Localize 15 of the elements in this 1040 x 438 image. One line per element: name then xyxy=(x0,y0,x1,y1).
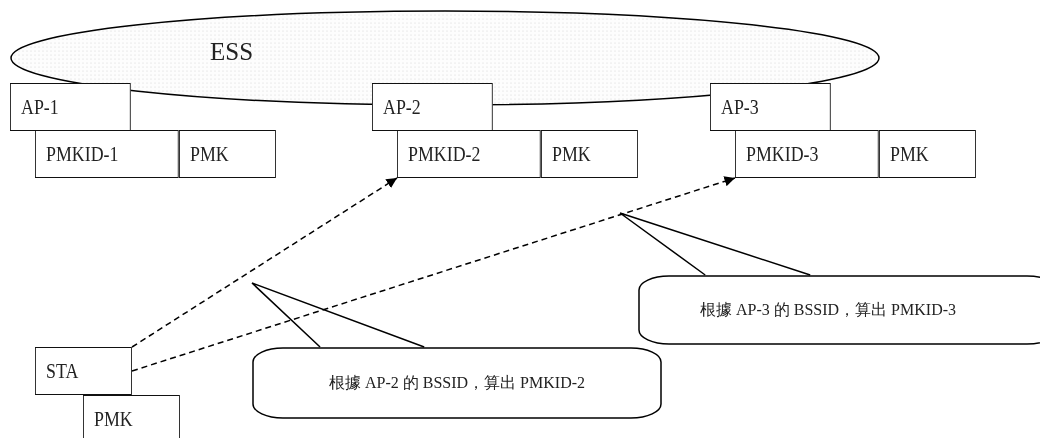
key-cell: PMK xyxy=(179,130,276,178)
key-cell: PMKID-2 xyxy=(397,130,541,178)
arrow xyxy=(131,176,736,372)
speech-bubble: 根據 AP-3 的 BSSID，算出 PMKID-3 xyxy=(638,275,1040,345)
speech-bubble: 根據 AP-2 的 BSSID，算出 PMKID-2 xyxy=(252,347,662,419)
ap-box: AP-3 xyxy=(710,83,831,131)
station-box: STA xyxy=(35,347,132,395)
key-cell: PMKID-1 xyxy=(35,130,179,178)
key-cell: PMK xyxy=(83,395,180,438)
arrow xyxy=(131,177,398,348)
key-cell: PMK xyxy=(879,130,976,178)
ap-box: AP-1 xyxy=(10,83,131,131)
key-cell: PMKID-3 xyxy=(735,130,879,178)
ap-box: AP-2 xyxy=(372,83,493,131)
key-cell: PMK xyxy=(541,130,638,178)
